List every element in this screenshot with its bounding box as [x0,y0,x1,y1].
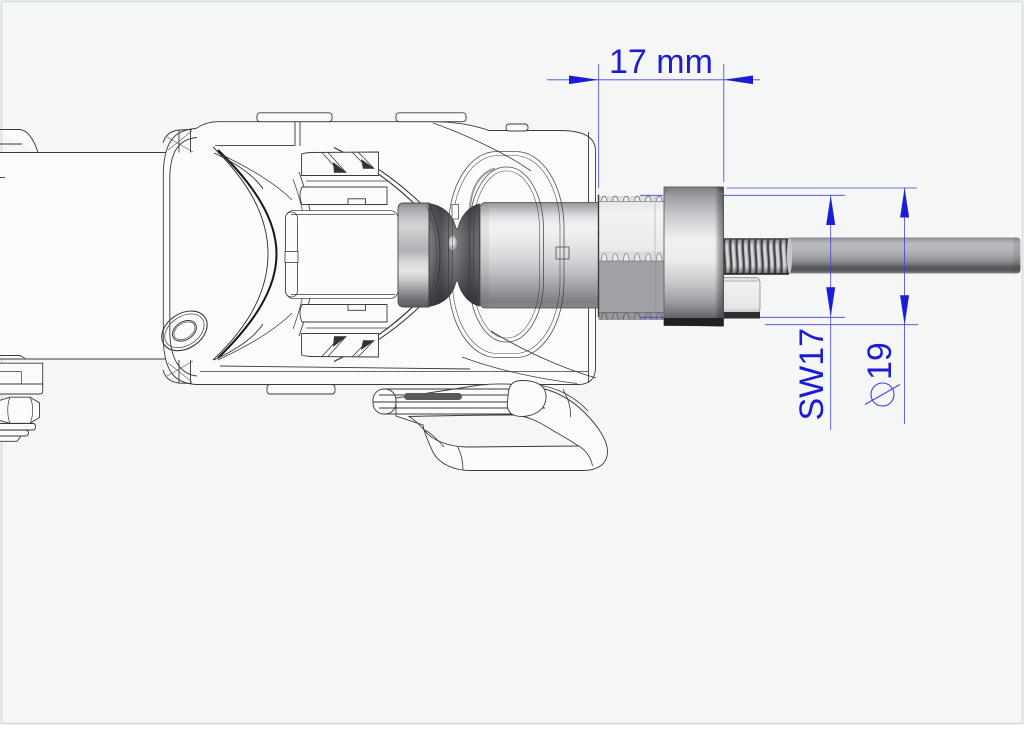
svg-text:SW17: SW17 [793,328,831,421]
svg-text:19: 19 [861,342,899,380]
svg-text:17 mm: 17 mm [609,43,713,81]
